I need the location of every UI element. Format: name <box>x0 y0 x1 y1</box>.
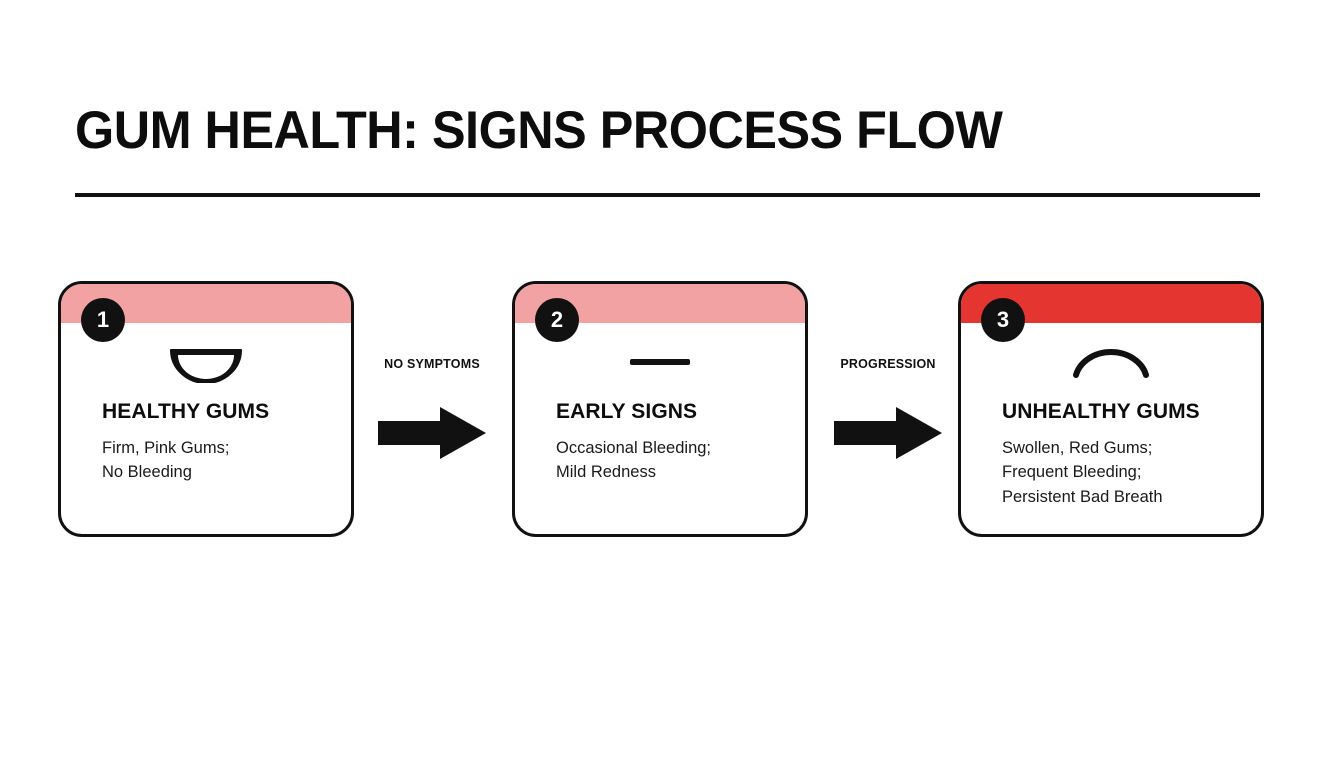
title-divider <box>75 193 1260 197</box>
arrow-right-icon <box>378 407 486 464</box>
card-description-line: Swollen, Red Gums; <box>1002 439 1153 457</box>
flow-step-card-1[interactable]: 1 HEALTHY GUMS Firm, Pink Gums; No Bleed… <box>58 281 354 537</box>
flow-connector-1: NO SYMPTOMS <box>352 281 512 481</box>
card-title: UNHEALTHY GUMS <box>1002 400 1200 423</box>
connector-label: NO SYMPTOMS <box>384 357 480 371</box>
title-block: GUM HEALTH: SIGNS PROCESS FLOW <box>75 104 1260 197</box>
arrow-right-icon <box>834 407 942 464</box>
frown-mouth-icon <box>961 340 1261 386</box>
step-number-badge: 3 <box>981 298 1025 342</box>
smile-mouth-icon <box>61 340 351 386</box>
connector-label: PROGRESSION <box>840 357 936 371</box>
card-description-line: Occasional Bleeding; <box>556 439 712 457</box>
flow-step-card-2[interactable]: 2 EARLY SIGNS Occasional Bleeding; Mild … <box>512 281 808 537</box>
card-description-line: Frequent Bleeding; <box>1002 463 1142 482</box>
process-flow: 1 HEALTHY GUMS Firm, Pink Gums; No Bleed… <box>0 281 1344 541</box>
flow-step-card-3[interactable]: 3 UNHEALTHY GUMS Swollen, Red Gums; Freq… <box>958 281 1264 537</box>
card-description: Firm, Pink Gums; No Bleeding <box>102 436 331 485</box>
step-number-badge: 1 <box>81 298 125 342</box>
neutral-mouth-icon <box>515 340 805 386</box>
card-text-block: HEALTHY GUMS Firm, Pink Gums; No Bleedin… <box>102 400 331 485</box>
card-description: Occasional Bleeding; Mild Redness <box>556 436 785 485</box>
card-description: Swollen, Red Gums; Frequent Bleeding; Pe… <box>1002 436 1241 509</box>
card-description-line: Firm, Pink Gums; <box>102 439 230 457</box>
flow-connector-2: PROGRESSION <box>808 281 968 481</box>
card-description-line: No Bleeding <box>102 463 192 482</box>
card-text-block: EARLY SIGNS Occasional Bleeding; Mild Re… <box>556 400 785 485</box>
card-description-line: Mild Redness <box>556 463 656 482</box>
page-title: GUM HEALTH: SIGNS PROCESS FLOW <box>75 101 1003 160</box>
card-description-line: Persistent Bad Breath <box>1002 487 1163 506</box>
step-number-badge: 2 <box>535 298 579 342</box>
card-title: EARLY SIGNS <box>556 400 698 423</box>
card-text-block: UNHEALTHY GUMS Swollen, Red Gums; Freque… <box>1002 400 1241 509</box>
card-title: HEALTHY GUMS <box>102 400 270 423</box>
